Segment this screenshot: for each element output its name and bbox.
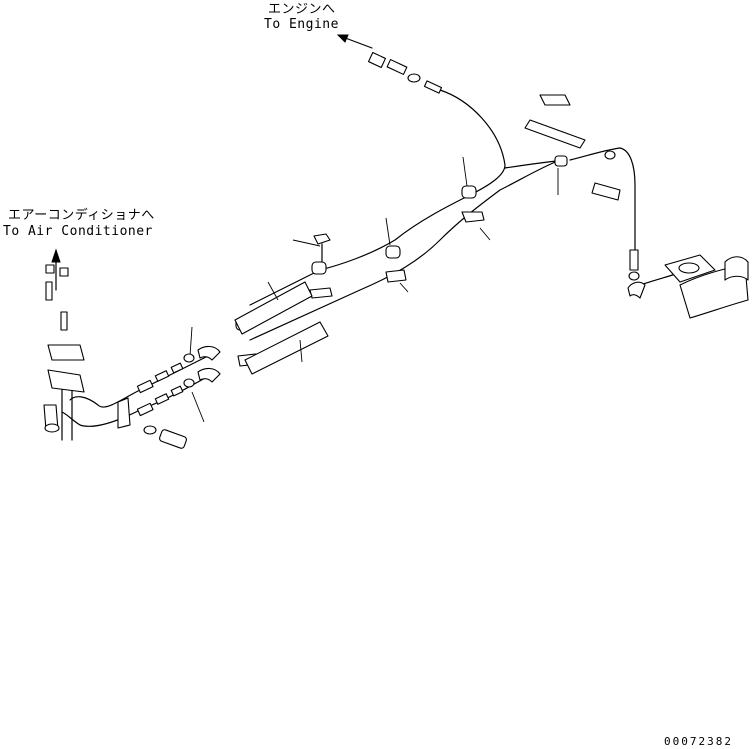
label-to-engine-jp: エンジンへ xyxy=(268,2,336,17)
label-to-air-conditioner: To Air Conditioner xyxy=(3,224,153,239)
aircon-bracket xyxy=(43,264,85,433)
hose-upper xyxy=(249,89,566,306)
valve-assembly xyxy=(664,254,749,319)
hose-lower xyxy=(249,159,561,341)
hose-sleeves xyxy=(234,281,329,375)
arrow-icon xyxy=(51,248,61,291)
drawing-number: 00072382 xyxy=(664,735,733,748)
arrow-icon xyxy=(336,34,373,49)
left-fittings xyxy=(117,345,221,449)
hose-clamps xyxy=(235,155,568,367)
right-bracket xyxy=(524,94,646,299)
label-to-air-conditioner-jp: エアーコンディショナへ xyxy=(8,208,155,223)
leader-lines xyxy=(189,156,559,423)
engine-fitting-group xyxy=(367,51,443,94)
hose-left xyxy=(54,354,211,441)
label-to-engine: To Engine xyxy=(264,17,339,32)
bolt-center xyxy=(313,233,331,263)
